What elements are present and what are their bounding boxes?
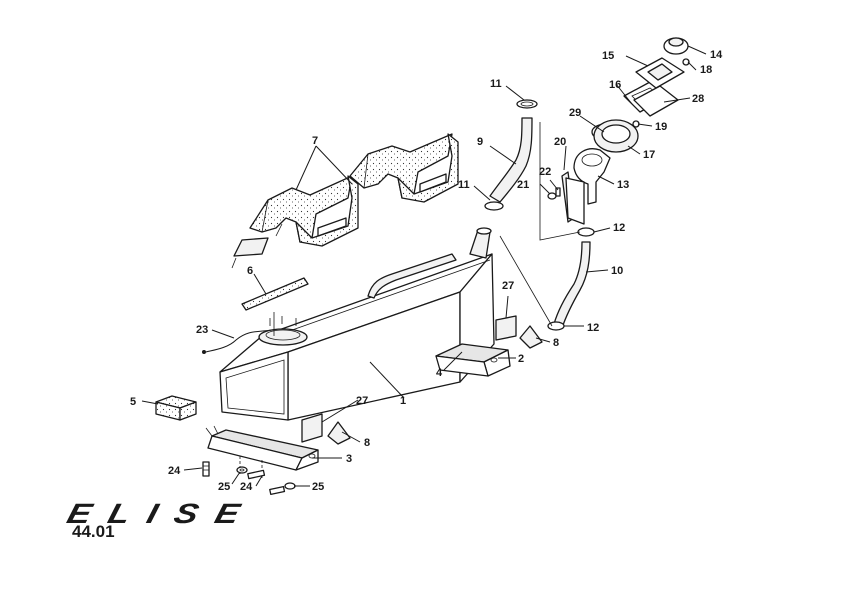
- label-part-23: 23: [196, 324, 208, 336]
- bolt-part-24-c: [269, 485, 286, 496]
- label-part-5: 5: [130, 396, 136, 408]
- wedge-part-8-a: [327, 421, 351, 445]
- label-part-25-b: 25: [312, 481, 324, 493]
- label-part-21: 21: [517, 179, 529, 191]
- seat-bracket-part-7: [249, 133, 459, 247]
- foam-block-part-5: [155, 395, 197, 421]
- label-part-16: 16: [609, 79, 621, 91]
- bolt-part-24-b: [247, 469, 266, 480]
- label-part-13: 13: [617, 179, 629, 191]
- label-part-18: 18: [700, 64, 712, 76]
- label-part-4: 4: [436, 367, 443, 379]
- wire-part-23: [202, 329, 273, 354]
- filler-neck-part-13: [573, 148, 611, 205]
- wedge-part-8-b: [519, 325, 543, 349]
- label-part-24-b: 24: [240, 481, 253, 493]
- bolt-part-22: [555, 187, 561, 197]
- label-part-24-a: 24: [168, 465, 181, 477]
- label-part-6: 6: [247, 265, 253, 277]
- flange-part-17: [593, 119, 639, 153]
- strip-part-6: [241, 277, 309, 311]
- label-part-12-a: 12: [613, 222, 625, 234]
- hose-clip-part-11-a: [516, 99, 538, 109]
- label-part-14: 14: [710, 49, 723, 61]
- label-part-8-b: 8: [553, 337, 559, 349]
- pad-part-27-b: [495, 315, 517, 341]
- label-part-7: 7: [312, 135, 318, 147]
- label-part-11-b: 11: [458, 179, 470, 191]
- cap-housing-part-15: [635, 57, 685, 89]
- hose-clip-part-11-b: [484, 201, 504, 211]
- screw-part-18: [682, 58, 690, 66]
- page-number: 44.01: [72, 522, 115, 541]
- filler-cap-part-14: [663, 37, 689, 55]
- mounting-bracket-part-3: [205, 425, 319, 478]
- label-part-27-a: 27: [356, 395, 368, 407]
- label-part-25-a: 25: [218, 481, 230, 493]
- label-part-27-b: 27: [502, 280, 514, 292]
- mounting-bracket-part-2: [435, 343, 511, 377]
- label-part-2: 2: [518, 353, 524, 365]
- label-part-11-a: 11: [490, 78, 502, 90]
- label-part-19: 19: [655, 121, 667, 133]
- label-part-22: 22: [539, 166, 551, 178]
- bolt-part-24-a: [202, 461, 210, 477]
- part-labels: 1 2 3 4 5 6 7 8 8 9 10 11 11 12 12 13 14…: [130, 49, 723, 493]
- washer-part-25-b: [284, 482, 296, 490]
- label-part-29: 29: [569, 107, 581, 119]
- bracket-plate: [565, 177, 585, 225]
- label-part-15: 15: [602, 50, 614, 62]
- vent-hose-part-10: [553, 241, 591, 329]
- label-part-17: 17: [643, 149, 655, 161]
- fuel-tank-part-1: [219, 223, 495, 421]
- leader-lines: [141, 45, 707, 487]
- hose-clip-part-12-a: [577, 227, 595, 237]
- assembly-lines: [499, 122, 581, 327]
- label-part-8-a: 8: [364, 437, 370, 449]
- washer-part-25-a: [236, 466, 248, 474]
- label-part-1: 1: [400, 395, 406, 407]
- label-part-12-b: 12: [587, 322, 599, 334]
- label-part-28: 28: [692, 93, 704, 105]
- label-part-9: 9: [477, 136, 483, 148]
- filler-hose-part-9: [489, 117, 533, 203]
- pad-part-27-a: [301, 413, 323, 443]
- label-part-10: 10: [611, 265, 623, 277]
- label-part-20: 20: [554, 136, 566, 148]
- label-part-3: 3: [346, 453, 352, 465]
